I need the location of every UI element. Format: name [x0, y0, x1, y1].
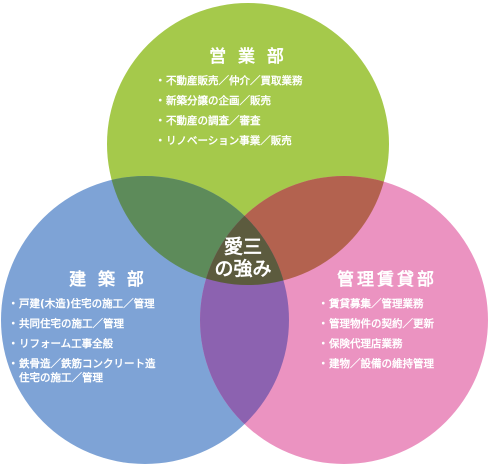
center-label-line2: の強み: [214, 258, 272, 280]
list-item: ・新築分譲の企画／販売: [155, 95, 271, 107]
sales-management-overlap: [200, 176, 389, 285]
construction-item-list: ・戸建(木造)住宅の施工／管理 ・共同住宅の施工／管理 ・リフォーム工事全般 ・…: [7, 294, 156, 385]
list-item: ・賃貸募集／管理業務: [318, 298, 424, 310]
sales-item-list: ・不動産販売／仲介／買取業務 ・新築分譲の企画／販売 ・不動産の調査／審査 ・リ…: [154, 71, 303, 151]
list-item: ・リフォーム工事全般: [8, 338, 114, 350]
list-item: ・建物／設備の維持管理: [318, 358, 434, 370]
sales-construction-overlap: [107, 176, 289, 285]
list-item: ・不動産販売／仲介／買取業務: [155, 75, 303, 87]
management-title: 管理賃貸部: [337, 270, 437, 290]
construction-title: 建 築 部: [69, 270, 147, 290]
center-label-line1: 愛三: [223, 236, 262, 258]
list-item: ・保険代理店業務: [318, 338, 403, 350]
list-item: ・鉄骨造／鉄筋コンクリート造 住宅の施工／管理: [8, 358, 156, 384]
list-item: ・戸建(木造)住宅の施工／管理: [8, 298, 155, 310]
list-item: ・リノベーション事業／販売: [155, 135, 292, 147]
center-label: 愛三 の強み: [198, 236, 288, 280]
list-item: ・共同住宅の施工／管理: [8, 318, 124, 330]
sales-title: 営 業 部: [209, 47, 287, 67]
management-item-list: ・賃貸募集／管理業務 ・管理物件の契約／更新 ・保険代理店業務 ・建物／設備の維…: [317, 294, 434, 374]
list-item: ・管理物件の契約／更新: [318, 318, 434, 330]
list-item: ・不動産の調査／審査: [155, 115, 261, 127]
